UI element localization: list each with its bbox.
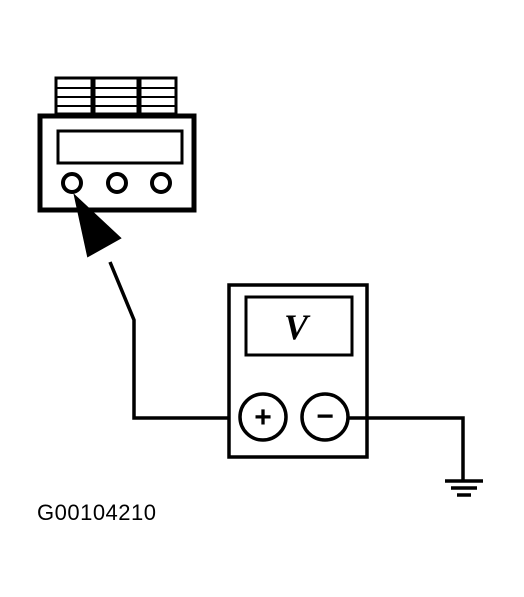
ground-lead (348, 416, 465, 480)
probe-tip-arrow (73, 193, 122, 258)
connector-module (37, 76, 197, 213)
connector-pin-1 (61, 172, 83, 194)
connector-tabs (54, 76, 178, 116)
positive-terminal-symbol: + (254, 401, 272, 434)
positive-terminal (238, 392, 288, 442)
voltmeter: V + − (227, 283, 369, 459)
connector-window (56, 129, 184, 165)
connector-pin-2 (106, 172, 128, 194)
connector-pin-3 (150, 172, 172, 194)
figure-code: G00104210 (37, 500, 157, 525)
ground-icon (445, 479, 483, 497)
probe-lead-positive (73, 193, 239, 420)
negative-terminal-symbol: − (316, 400, 334, 433)
voltmeter-display (244, 295, 354, 357)
voltmeter-display-symbol: V (284, 307, 311, 347)
